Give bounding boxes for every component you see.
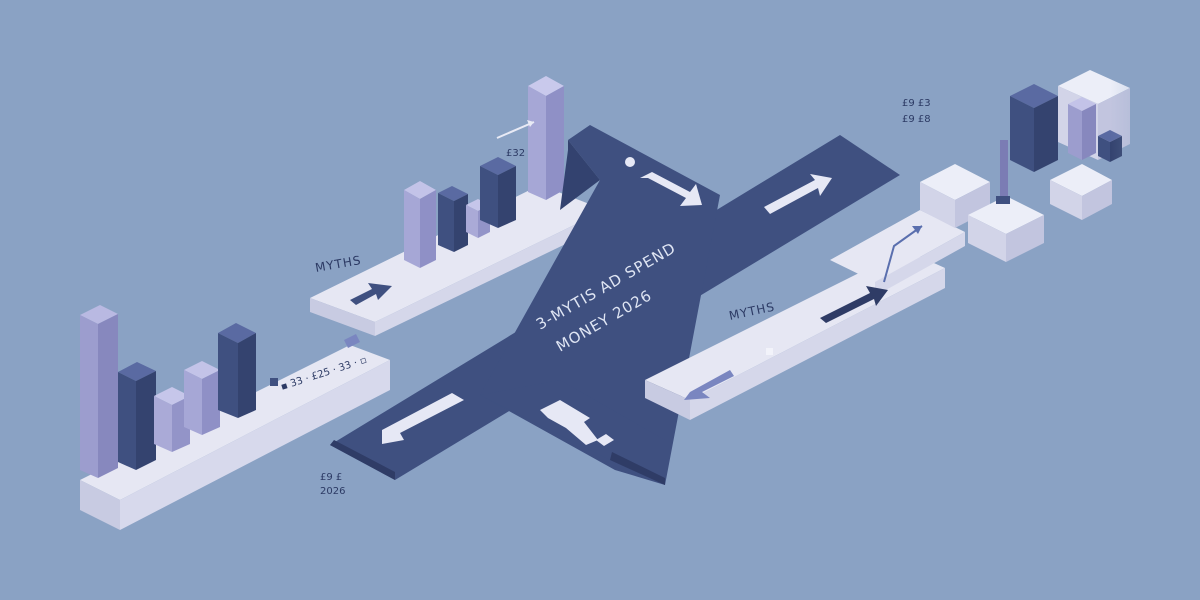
label-bottom-left-1: £9 £ bbox=[320, 472, 342, 483]
left-platform bbox=[80, 345, 390, 530]
label-bottom-left-2: 2026 bbox=[320, 486, 345, 497]
cube-1 bbox=[920, 164, 990, 228]
label-myths-left: MYTHS bbox=[314, 253, 362, 275]
bar-4 bbox=[184, 361, 220, 435]
arrow-icon-bottom-left bbox=[382, 393, 464, 444]
bar-3 bbox=[154, 387, 190, 452]
arrow-icon-up bbox=[540, 400, 598, 445]
tower-navy bbox=[1010, 84, 1058, 172]
ul-bar-4 bbox=[480, 157, 516, 228]
ul-bar-2 bbox=[438, 186, 468, 252]
left-bar-cluster bbox=[80, 305, 256, 478]
ul-bar-1 bbox=[404, 181, 436, 268]
thin-pillar bbox=[996, 140, 1010, 204]
left-platform-markers bbox=[270, 334, 360, 386]
right-cubes bbox=[920, 60, 1200, 262]
cube-2 bbox=[968, 196, 1044, 262]
arrow-icon-right-thin bbox=[883, 225, 923, 283]
label-top-center: £32 bbox=[506, 148, 525, 159]
bar-1 bbox=[80, 305, 118, 478]
arrow-icon-down-right bbox=[640, 172, 702, 206]
ul-bar-5 bbox=[528, 76, 564, 200]
arrow-icon-right-platform-down-left bbox=[684, 370, 734, 400]
cube-3 bbox=[1050, 164, 1112, 220]
bar-2 bbox=[118, 362, 156, 470]
upper-left-bar-cluster bbox=[404, 76, 564, 268]
arrow-icon-right-platform-up-right bbox=[820, 286, 888, 323]
label-top-right-2: £9 £8 bbox=[902, 114, 931, 125]
arrow-icon-small-bottom bbox=[596, 434, 614, 446]
arrow-icon-left-platform bbox=[350, 283, 392, 305]
tower-lavender bbox=[1068, 97, 1096, 160]
dot-icon bbox=[625, 157, 635, 167]
arrow-icon-top bbox=[496, 120, 535, 139]
right-platform-marker bbox=[766, 348, 773, 355]
bar-5 bbox=[218, 323, 256, 418]
label-top-right-1: £9 £3 bbox=[902, 98, 931, 109]
arrow-icon-up-right bbox=[764, 174, 832, 214]
